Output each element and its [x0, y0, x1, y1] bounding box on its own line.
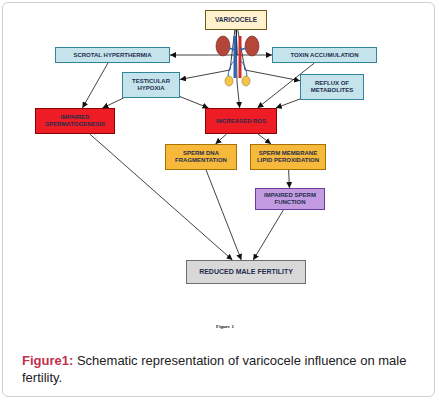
testis-shape [242, 76, 250, 86]
arrow-connector [253, 210, 283, 260]
process-box: SCROTAL HYPERTHERMIA [55, 47, 170, 63]
process-box: SPERM MEMBRANE LIPID PEROXIDATION [250, 144, 326, 170]
process-box: TESTICULAR HYPOXIA [122, 72, 180, 98]
anatomy-illustration [216, 36, 259, 86]
box-label: SPERM MEMBRANE LIPID PEROXIDATION [251, 150, 325, 164]
kidney-shape [245, 36, 259, 56]
arrow-connector [258, 134, 271, 144]
process-box: VARICOCELE [205, 10, 267, 30]
arrow-connector [236, 30, 240, 108]
box-label: TESTICULAR HYPOXIA [123, 78, 179, 92]
arrow-connector [170, 30, 237, 55]
box-label: TOXIN ACCUMULATION [288, 52, 360, 59]
arrow-connector [82, 63, 108, 108]
figure-label: Figure 1 [205, 324, 245, 329]
caption-lead: Figure1: [22, 353, 73, 368]
box-label: IMPAIRED SPERM FUNCTION [256, 192, 324, 206]
caption-space [73, 353, 77, 368]
kidney-shape [216, 36, 230, 56]
box-label: REDUCED MALE FERTILITY [197, 268, 295, 276]
arrow-connector [102, 98, 123, 108]
box-label: IMPAIRED SPERMATOGENESIS [36, 114, 114, 128]
process-box: REDUCED MALE FERTILITY [186, 260, 306, 284]
box-label: VARICOCELE [213, 16, 259, 23]
arrow-connector [276, 99, 300, 108]
process-box: INCREASED ROS [205, 108, 277, 134]
box-label: SCROTAL HYPERTHERMIA [71, 52, 153, 59]
artery-vessel [239, 36, 242, 78]
figure-caption: Figure1: Schematic representation of var… [22, 352, 417, 386]
process-box: IMPAIRED SPERMATOGENESIS [35, 108, 115, 134]
process-box: SPERM DNA FRAGMENTATION [165, 144, 237, 170]
process-box: IMPAIRED SPERM FUNCTION [255, 188, 325, 210]
box-label: INCREASED ROS [214, 118, 268, 125]
process-box: TOXIN ACCUMULATION [272, 47, 377, 63]
renal-vessel [229, 48, 246, 50]
vein-vessel [234, 36, 237, 78]
process-box: REFLUX OF METABOLITES [300, 74, 364, 100]
arrow-connector [180, 97, 209, 108]
arrow-connector [215, 134, 226, 144]
arrow-connector [180, 30, 235, 79]
box-label: SPERM DNA FRAGMENTATION [166, 150, 236, 164]
arrow-connector [288, 170, 290, 188]
arrow-connector [206, 170, 241, 260]
caption-text: Schematic representation of varicocele i… [22, 353, 406, 385]
box-label: REFLUX OF METABOLITES [301, 80, 363, 94]
gonadal-vessel [228, 60, 247, 78]
testis-shape [225, 76, 233, 86]
